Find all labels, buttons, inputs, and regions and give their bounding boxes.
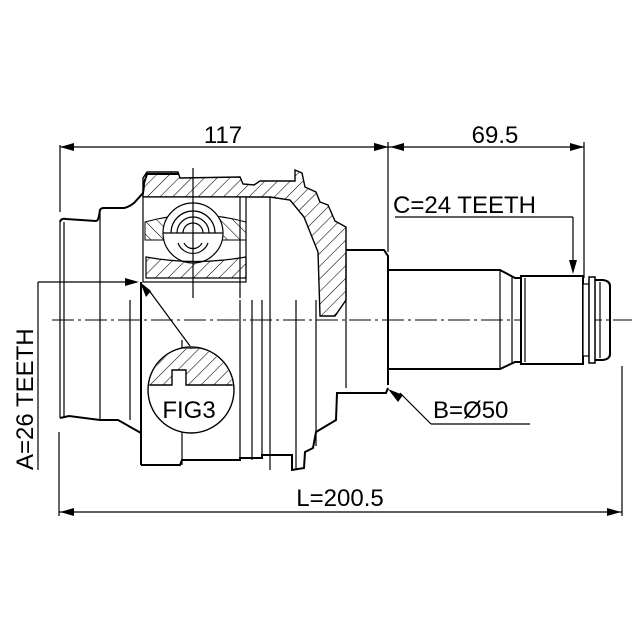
ball-cage	[142, 168, 271, 470]
dimension-69-5	[388, 142, 585, 278]
dimension-69-5-label: 69.5	[472, 122, 519, 149]
fig3-detail	[140, 282, 235, 434]
callout-b	[388, 389, 530, 425]
callout-c	[395, 216, 577, 274]
callout-b-label: B=Ø50	[433, 397, 508, 424]
dimension-overall	[58, 366, 623, 516]
callout-a	[37, 278, 139, 470]
housing-upper	[142, 168, 389, 388]
callout-a-label: A=26 TEETH	[12, 328, 39, 470]
dimension-117-label: 117	[204, 122, 242, 149]
callout-c-label: C=24 TEETH	[393, 192, 536, 219]
output-shaft	[388, 269, 611, 370]
fig3-label: FIG3	[162, 397, 215, 424]
dimension-117	[59, 142, 389, 252]
dimension-overall-label: L=200.5	[296, 485, 383, 512]
